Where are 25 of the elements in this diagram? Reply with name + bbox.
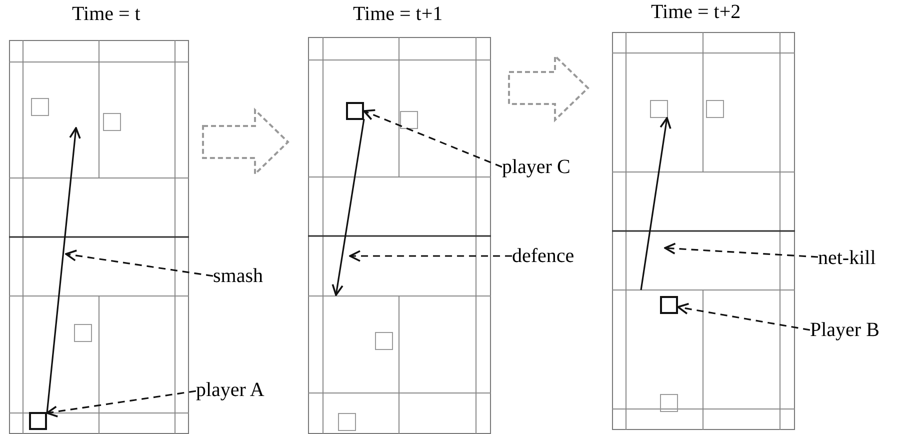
position-marker — [660, 394, 678, 412]
position-marker — [74, 324, 92, 342]
shot-arrow — [640, 117, 672, 290]
position-marker — [31, 98, 49, 116]
position-marker — [375, 332, 393, 350]
leader-line — [363, 109, 502, 168]
leader-line — [677, 302, 810, 331]
position-marker — [103, 113, 121, 131]
leader-line — [46, 390, 196, 418]
player-marker — [29, 412, 47, 430]
leader-line — [349, 250, 512, 262]
position-marker — [650, 100, 668, 118]
time-heading: Time = t — [72, 3, 140, 25]
time-heading: Time = t+1 — [353, 3, 443, 25]
shot-arrow — [46, 127, 81, 414]
transition-arrow — [202, 108, 290, 176]
leader-line — [664, 242, 818, 258]
time-heading: Time = t+2 — [651, 1, 741, 23]
player-marker — [660, 296, 678, 314]
position-marker — [338, 413, 356, 431]
position-marker — [400, 111, 418, 129]
leader-line — [65, 250, 214, 277]
position-marker — [706, 100, 724, 118]
player-marker — [346, 102, 364, 120]
shot-arrow — [332, 118, 365, 296]
